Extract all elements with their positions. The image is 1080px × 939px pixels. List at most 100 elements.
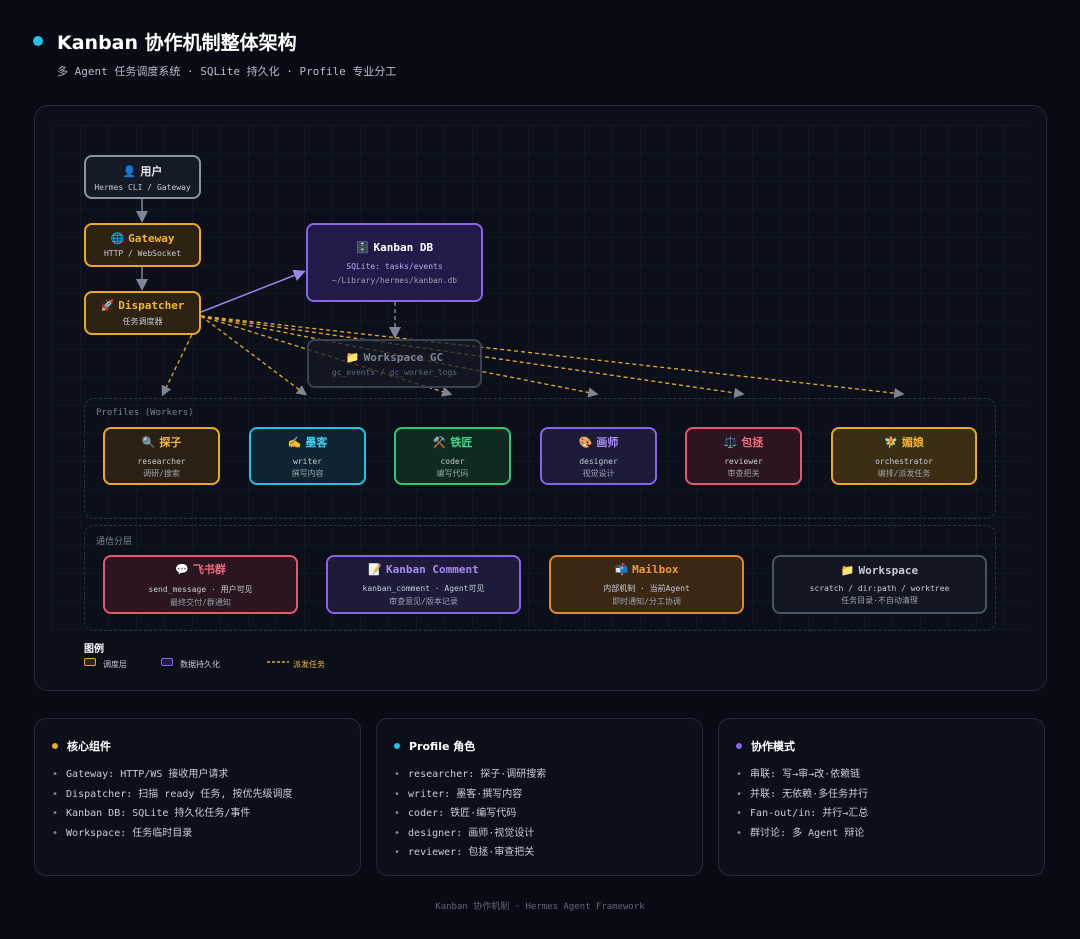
profile-designer: 🎨画师 designer 视觉设计 bbox=[540, 427, 657, 485]
comm-sub: send_message · 用户可见 bbox=[148, 585, 253, 594]
page-title: Kanban 协作机制整体架构 bbox=[57, 32, 297, 54]
comm-kanban-comment: 📝Kanban Comment kanban_comment · Agent可见… bbox=[326, 555, 521, 614]
legend-label: 数据持久化 bbox=[180, 660, 220, 669]
profile-roles-card: Profile 角色 researcher: 探子·调研搜索 writer: 墨… bbox=[376, 718, 703, 876]
edge-dispatcher-kanbandb bbox=[200, 269, 306, 313]
dispatch-edge-orchestrator bbox=[200, 315, 905, 399]
comm-name: Kanban Comment bbox=[385, 562, 479, 576]
card-title: 核心组件 bbox=[67, 740, 111, 753]
dispatcher-node-title: Dispatcher bbox=[118, 299, 185, 312]
list-item: 群讨论: 多 Agent 辩论 bbox=[736, 824, 868, 844]
kanban-db-node: 🗄️Kanban DB SQLite: tasks/events ~/Libra… bbox=[306, 223, 483, 302]
card-bullet-dot bbox=[736, 743, 742, 749]
comm-feishu-group: 💬飞书群 send_message · 用户可见 最终交付/群通知 bbox=[103, 555, 298, 614]
legend-swatch-dispatch-layer bbox=[84, 658, 96, 666]
kanban-db-title: Kanban DB bbox=[373, 240, 434, 254]
magnifier-icon: 🔍 bbox=[141, 435, 156, 449]
comm-name: Mailbox bbox=[632, 562, 679, 576]
title-bullet-dot bbox=[33, 36, 43, 46]
legend-swatch-persistence bbox=[161, 658, 173, 666]
rocket-icon: 🚀 bbox=[100, 299, 115, 312]
profile-orchestrator: 🧚媚娘 orchestrator 编排/派发任务 bbox=[831, 427, 977, 485]
profile-desc: 视觉设计 bbox=[582, 468, 615, 478]
user-node-subtitle: Hermes CLI / Gateway bbox=[94, 182, 191, 192]
gateway-node-subtitle: HTTP / WebSocket bbox=[103, 249, 182, 258]
list-item: Workspace: 任务临时目录 bbox=[52, 824, 292, 844]
dispatcher-node: 🚀Dispatcher 任务调度器 bbox=[84, 291, 201, 335]
profile-role: orchestrator bbox=[875, 456, 933, 466]
profiles-group bbox=[84, 398, 996, 519]
profile-desc: 编写代码 bbox=[436, 468, 469, 478]
profile-name: 包拯 bbox=[741, 435, 764, 449]
folder-icon: 📁 bbox=[345, 350, 360, 364]
memo-icon: 📝 bbox=[368, 562, 382, 576]
profile-reviewer: ⚖️包拯 reviewer 审查把关 bbox=[685, 427, 802, 485]
comm-sub: scratch / dir:path / worktree bbox=[809, 583, 950, 593]
list-item: 串联: 写→审→改·依赖链 bbox=[736, 765, 868, 785]
comm-name: 飞书群 bbox=[192, 563, 226, 576]
profile-name: 探子 bbox=[159, 435, 182, 449]
list-item: Dispatcher: 扫描 ready 任务, 按优先级调度 bbox=[52, 785, 292, 805]
profile-coder: ⚒️铁匠 coder 编写代码 bbox=[394, 427, 511, 485]
dispatch-edge-writer bbox=[200, 315, 308, 396]
collaboration-modes-card: 协作模式 串联: 写→审→改·依赖链 并联: 无依赖·多任务并行 Fan-out… bbox=[718, 718, 1045, 876]
list-item: coder: 铁匠·编写代码 bbox=[394, 804, 546, 824]
profile-role: researcher bbox=[137, 456, 186, 466]
profile-writer: ✍️墨客 writer 撰写内容 bbox=[249, 427, 366, 485]
list-item: Kanban DB: SQLite 持久化任务/事件 bbox=[52, 804, 292, 824]
palette-icon: 🎨 bbox=[578, 435, 593, 449]
profile-desc: 编排/派发任务 bbox=[877, 468, 931, 478]
page-footer: Kanban 协作机制 · Hermes Agent Framework bbox=[435, 902, 645, 912]
profile-desc: 调研/搜索 bbox=[143, 468, 180, 478]
list-item: designer: 画师·视觉设计 bbox=[394, 824, 546, 844]
profiles-group-label: Profiles (Workers) bbox=[96, 408, 194, 418]
mailbox-icon: 📬 bbox=[614, 562, 629, 576]
comms-group bbox=[84, 525, 996, 631]
writing-hand-icon: ✍️ bbox=[287, 435, 302, 449]
card-title: Profile 角色 bbox=[409, 740, 476, 753]
dispatcher-node-subtitle: 任务调度器 bbox=[122, 317, 163, 326]
profile-desc: 撰写内容 bbox=[291, 468, 324, 478]
fairy-icon: 🧚 bbox=[884, 435, 898, 449]
database-icon: 🗄️ bbox=[355, 240, 370, 254]
card-bullet-dot bbox=[52, 743, 58, 749]
profile-name: 画师 bbox=[596, 435, 619, 449]
comm-sub: kanban_comment · Agent可见 bbox=[362, 583, 485, 593]
comm-desc: 审查意见/版本记录 bbox=[389, 596, 458, 606]
profile-name: 媚娘 bbox=[901, 435, 924, 449]
comm-desc: 即时通知/分工协调 bbox=[612, 596, 681, 606]
gateway-node-title: Gateway bbox=[128, 232, 175, 245]
hammer-pick-icon: ⚒️ bbox=[432, 435, 447, 449]
profile-name: 铁匠 bbox=[450, 435, 473, 449]
list-item: writer: 墨客·撰写内容 bbox=[394, 785, 546, 805]
workspace-gc-subtitle: gc_events / gc_worker_logs bbox=[331, 367, 458, 377]
card-bullet-dot bbox=[394, 743, 400, 749]
comm-mailbox: 📬Mailbox 内部机制 · 当前Agent 即时通知/分工协调 bbox=[549, 555, 744, 614]
scales-icon: ⚖️ bbox=[723, 435, 738, 449]
legend-label: 派发任务 bbox=[293, 660, 325, 669]
profile-researcher: 🔍探子 researcher 调研/搜索 bbox=[103, 427, 220, 485]
user-icon: 👤 bbox=[122, 164, 137, 178]
user-node-title: 用户 bbox=[140, 164, 163, 178]
globe-icon: 🌐 bbox=[110, 232, 125, 245]
diagram-grid-background bbox=[52, 125, 1027, 630]
user-node: 👤用户 Hermes CLI / Gateway bbox=[84, 155, 201, 199]
legend-label: 调度层 bbox=[103, 660, 127, 669]
page-subtitle: 多 Agent 任务调度系统 · SQLite 持久化 · Profile 专业… bbox=[57, 65, 397, 78]
core-components-card: 核心组件 Gateway: HTTP/WS 接收用户请求 Dispatcher:… bbox=[34, 718, 361, 876]
kanban-db-subtitle: SQLite: tasks/events bbox=[346, 261, 443, 271]
comm-sub: 内部机制 · 当前Agent bbox=[603, 583, 690, 593]
gateway-node: 🌐Gateway HTTP / WebSocket bbox=[84, 223, 201, 267]
legend-title: 图例 bbox=[84, 644, 104, 655]
list-item: 并联: 无依赖·多任务并行 bbox=[736, 785, 868, 805]
profile-desc: 审查把关 bbox=[727, 468, 760, 478]
list-item: Fan-out/in: 并行→汇总 bbox=[736, 804, 868, 824]
profile-role: designer bbox=[579, 456, 618, 466]
comm-workspace: 📁Workspace scratch / dir:path / worktree… bbox=[772, 555, 987, 614]
comm-desc: 最终交付/群通知 bbox=[170, 598, 231, 607]
folder-icon: 📁 bbox=[840, 563, 855, 577]
workspace-gc-node: 📁Workspace GC gc_events / gc_worker_logs bbox=[307, 339, 482, 388]
list-item: researcher: 探子·调研搜索 bbox=[394, 765, 546, 785]
profile-role: coder bbox=[440, 456, 465, 466]
